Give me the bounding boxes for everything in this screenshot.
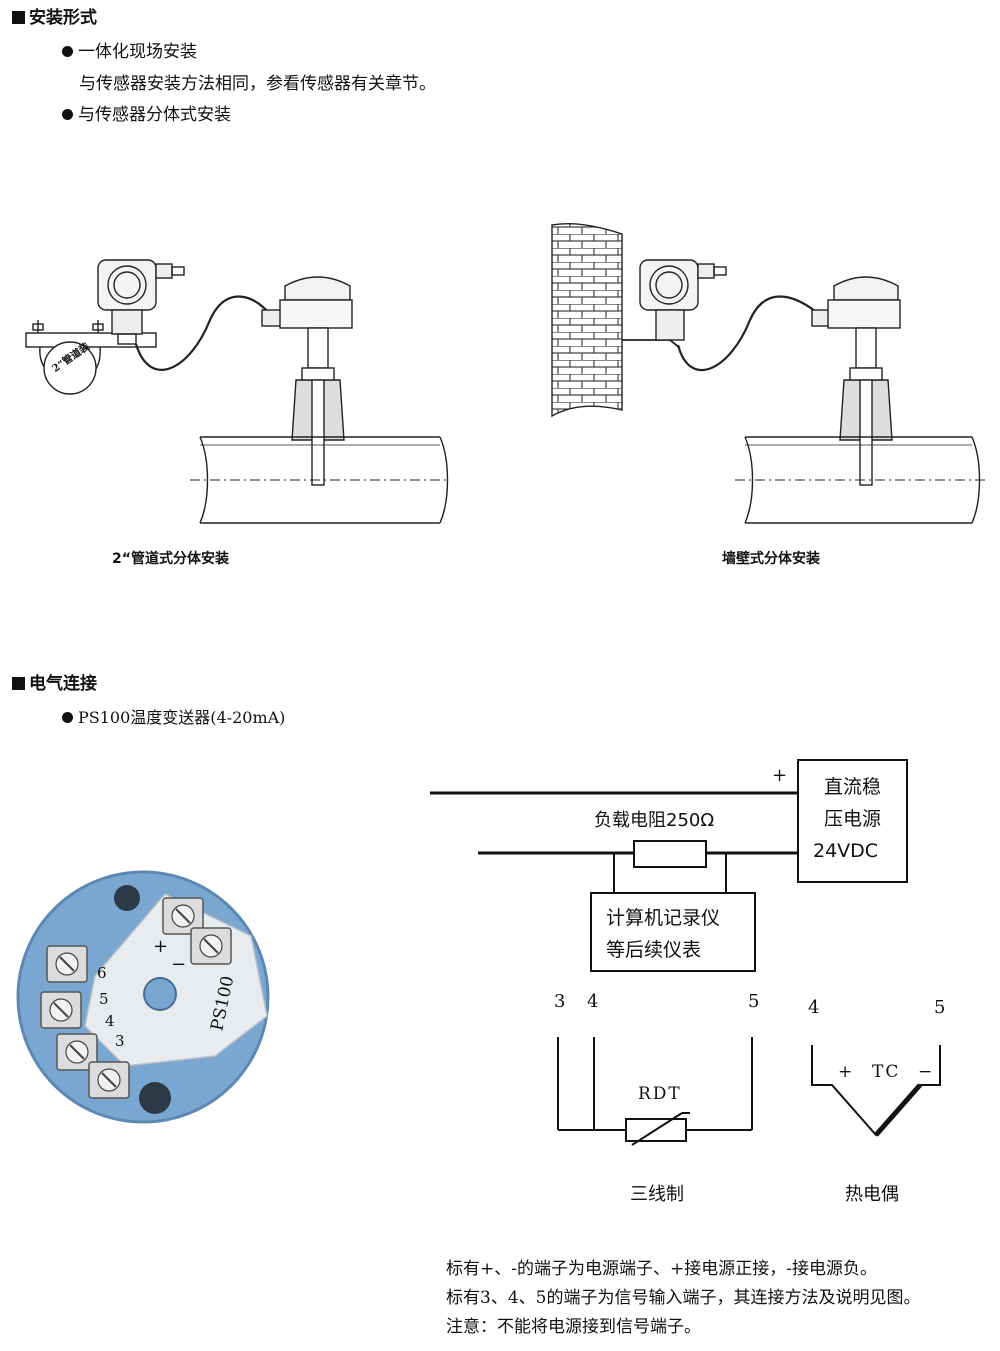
install-bullet-1: 一体化现场安装 bbox=[62, 41, 197, 63]
dot-bullet-icon bbox=[62, 109, 73, 120]
recorder-box: 计算机记录仪 等后续仪表 bbox=[590, 892, 756, 972]
electrical-bullet-1: PS100温度变送器(4-20mA) bbox=[62, 707, 285, 729]
psu-line-1: 直流稳 bbox=[823, 776, 881, 798]
install-section-title: 安装形式 bbox=[12, 8, 97, 28]
dc-power-supply-box: 直流稳 压电源 24VDC bbox=[797, 759, 908, 883]
module-term-5: 5 bbox=[99, 990, 109, 1008]
module-term-4: 4 bbox=[105, 1012, 115, 1030]
recorder-line-1: 计算机记录仪 bbox=[606, 907, 721, 929]
pipe-mount-installation-figure: 2“管道装 bbox=[25, 259, 450, 524]
note-line-1: 标有+、-的端子为电源端子、+接电源正接，-接电源负。 bbox=[446, 1259, 877, 1279]
supply-plus-label: + bbox=[772, 765, 787, 786]
tc-term-4: 4 bbox=[808, 997, 819, 1018]
install-bullet-1-desc: 与传感器安装方法相同，参看传感器有关章节。 bbox=[79, 74, 436, 94]
note-line-2: 标有3、4、5的端子为信号输入端子，其连接方法及说明见图。 bbox=[446, 1288, 921, 1308]
rtd-term-3: 3 bbox=[554, 991, 565, 1012]
pipe-mount-caption: 2“管道式分体安装 bbox=[112, 551, 229, 567]
wiring-diagram: + 3 4 5 RDT 4 5 + TC − bbox=[430, 765, 945, 1146]
electrical-section-title: 电气连接 bbox=[12, 674, 97, 694]
psu-line-2: 压电源 bbox=[823, 808, 881, 830]
module-term-3: 3 bbox=[115, 1032, 125, 1050]
ps100-terminal-module: + − 6 5 4 3 PS100 bbox=[16, 870, 270, 1124]
module-term-6: 6 bbox=[97, 964, 107, 982]
load-resistor-label: 负载电阻250Ω bbox=[594, 810, 715, 831]
psu-line-3: 24VDC bbox=[813, 840, 879, 862]
rtd-term-4: 4 bbox=[587, 991, 598, 1012]
square-bullet-icon bbox=[12, 677, 25, 690]
note-line-3: 注意：不能将电源接到信号端子。 bbox=[446, 1317, 701, 1337]
dot-bullet-icon bbox=[62, 46, 73, 57]
wall-mount-caption: 墙壁式分体安装 bbox=[722, 551, 820, 567]
tc-term-5: 5 bbox=[934, 997, 945, 1018]
tc-label: TC bbox=[872, 1062, 900, 1082]
square-bullet-icon bbox=[12, 11, 25, 24]
tc-minus-label: − bbox=[918, 1062, 932, 1082]
notes-block: 标有+、-的端子为电源端子、+接电源正接，-接电源负。 标有3、4、5的端子为信… bbox=[446, 1255, 920, 1342]
tc-caption: 热电偶 bbox=[845, 1184, 899, 1205]
tc-plus-label: + bbox=[838, 1062, 852, 1082]
install-bullet-2: 与传感器分体式安装 bbox=[62, 104, 231, 126]
rtd-label: RDT bbox=[638, 1084, 682, 1104]
rtd-caption: 三线制 bbox=[630, 1184, 684, 1205]
module-term-minus: − bbox=[171, 954, 186, 975]
module-term-plus: + bbox=[153, 936, 168, 957]
recorder-line-2: 等后续仪表 bbox=[606, 939, 702, 961]
wall-mount-installation-figure bbox=[551, 223, 985, 524]
dot-bullet-icon bbox=[62, 712, 73, 723]
rtd-term-5: 5 bbox=[748, 991, 759, 1012]
